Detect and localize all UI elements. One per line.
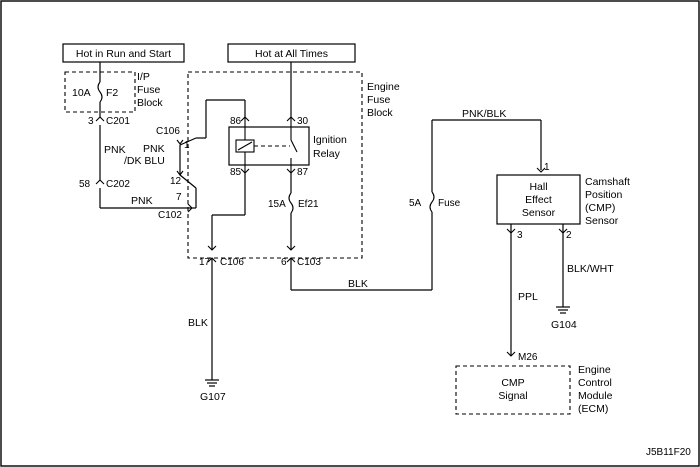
figure-code: J5B11F20 (646, 447, 691, 458)
engine-fuse-block-name-1: Engine (367, 81, 400, 93)
ecm-signal-1: CMP (501, 377, 524, 389)
wire-pnk-bottom: PNK (131, 195, 153, 207)
sensor-desc-2: Position (585, 189, 623, 201)
ip-fuse-block-name-3: Block (137, 97, 163, 109)
connector-c106-bottom-pin: 17 (199, 257, 211, 268)
fuse-ef21-rating: 15A (268, 199, 286, 210)
sensor-desc-1: Camshaft (585, 176, 630, 188)
ignition-relay-name-2: Relay (313, 148, 341, 160)
relay-ground-circuit-wires (211, 172, 246, 380)
relay-pin-87: 87 (297, 167, 309, 178)
relay-pin-30: 30 (297, 116, 309, 127)
wire-pnk-dk-blu-1: PNK (143, 143, 165, 155)
power-run-start-box (62, 43, 185, 63)
connector-c201-chevron (95, 116, 105, 122)
ecm-name-2: Control (578, 377, 612, 389)
ground-g107-icon (205, 379, 219, 387)
wire-blk-mid: BLK (348, 278, 368, 290)
connector-c103-label: C103 (297, 257, 321, 268)
ground-g104-icon (556, 306, 570, 314)
fuse-f2-rating: 10A (72, 87, 91, 99)
connector-c202-pin: 58 (79, 179, 91, 190)
sensor-desc-4: Sensor (585, 215, 619, 227)
sensor-output-wires (510, 224, 564, 356)
ecm-outline (455, 365, 571, 415)
ground-g107-label: G107 (200, 391, 226, 403)
wire-blk-left: BLK (188, 317, 208, 329)
relay-pin-85: 85 (230, 167, 242, 178)
fuse-5a-rating: 5A (409, 198, 422, 209)
sensor-pin-2: 2 (566, 230, 572, 241)
ecm-name-4: (ECM) (578, 403, 608, 415)
relay-switch-icon (254, 118, 298, 172)
engine-fuse-block-outline (187, 71, 363, 259)
wire-blk-wht: BLK/WHT (567, 263, 614, 275)
ecm-signal-2: Signal (498, 390, 527, 402)
sensor-name-3: Sensor (522, 207, 556, 219)
wire-pnk-dk-blu-2: /DK BLU (124, 155, 165, 167)
connector-c102-chevron (187, 203, 193, 213)
fuse-5a-label: Fuse (438, 198, 461, 209)
sensor-name-2: Effect (525, 194, 552, 206)
ip-fuse-block-name-2: Fuse (137, 84, 161, 96)
connector-c106-pin17-chevron (207, 245, 217, 251)
connector-c201-pin: 3 (88, 116, 94, 127)
wire-ppl: PPL (518, 291, 538, 303)
run-start-circuit-wires (97, 62, 246, 209)
ip-fuse-block-name-1: I/P (137, 71, 150, 83)
sensor-pin1-chevron (536, 167, 546, 173)
relay-pin30-chevron (286, 116, 296, 122)
engine-fuse-block-name-2: Fuse (367, 94, 391, 106)
ignition-relay-box (228, 126, 310, 166)
connector-c103-pin: 6 (281, 257, 287, 268)
sensor-pin-1: 1 (544, 162, 550, 173)
ecm-connector-m26: M26 (518, 352, 538, 363)
relay-pin85-chevron (240, 168, 250, 174)
relay-pin-86: 86 (230, 116, 242, 127)
ecm-name-3: Module (578, 390, 613, 402)
wire-pnk-top: PNK (104, 144, 126, 156)
fuse-ef21-id: Ef21 (298, 199, 319, 210)
connector-c106-pin12: 12 (170, 176, 182, 187)
connector-c103-chevron (286, 245, 296, 251)
wire-pnk-blk: PNK/BLK (462, 108, 506, 120)
relay-pin86-chevron (240, 116, 250, 122)
ground-g104-label: G104 (551, 319, 577, 331)
ecm-m26-chevron (506, 351, 516, 357)
all-times-circuit-wires (288, 62, 542, 291)
connector-c106-pin1: 1 (184, 140, 190, 151)
fuse-f2-id: F2 (106, 87, 118, 99)
connector-c102-pin: 7 (176, 192, 182, 203)
power-all-times-label: Hot at All Times (255, 48, 328, 60)
connector-c106-bottom-label: C106 (220, 257, 244, 268)
connector-c102-label: C102 (158, 210, 182, 221)
connector-c202-chevron (95, 179, 105, 185)
connector-c106-pin17-chevron-b (207, 257, 217, 263)
connector-c103-chevron-b (286, 257, 296, 263)
power-run-start-label: Hot in Run and Start (76, 48, 171, 60)
connector-c106-pin1-chevron (176, 139, 184, 145)
sensor-pin3-chevron (506, 228, 516, 234)
connector-c202-label: C202 (106, 179, 130, 190)
sensor-pin2-chevron (558, 228, 568, 234)
ignition-relay-name-1: Ignition (313, 134, 347, 146)
ecm-name-1: Engine (578, 364, 611, 376)
sensor-desc-3: (CMP) (585, 202, 615, 214)
engine-fuse-block-name-3: Block (367, 107, 393, 119)
connector-c201-label: C201 (106, 116, 130, 127)
relay-pin87-chevron (286, 168, 296, 174)
hall-effect-sensor-box (496, 174, 581, 225)
connector-c106-top-label: C106 (156, 126, 180, 137)
sensor-pin-3: 3 (517, 230, 523, 241)
connector-c106-pin12-chevron (176, 170, 184, 176)
sensor-name-1: Hall (529, 181, 547, 193)
